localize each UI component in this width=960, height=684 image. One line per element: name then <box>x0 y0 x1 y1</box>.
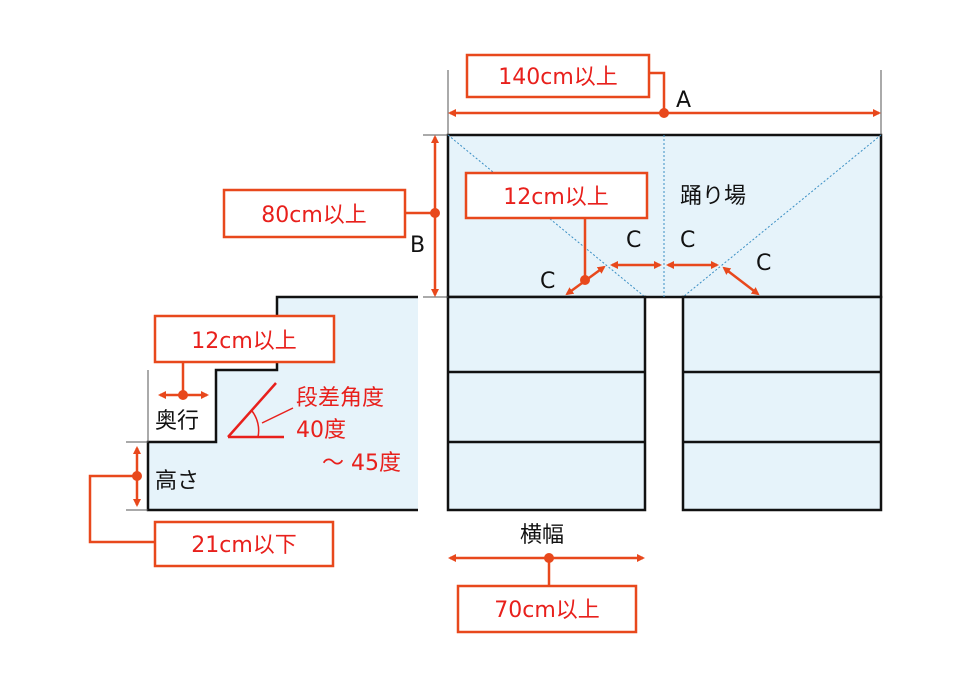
landing-depth-label: 80cm以上 <box>261 203 367 228</box>
angle-title: 段差角度 <box>296 386 384 411</box>
landing-label: 踊り場 <box>680 184 746 209</box>
angle-from: 40度 <box>296 418 346 443</box>
angle-icon <box>227 382 294 439</box>
label-c: C <box>540 269 555 294</box>
riser-label: 高さ <box>155 469 199 494</box>
label-a: A <box>676 88 691 113</box>
dimension-b: 80cm以上 B <box>222 134 448 298</box>
stair-width-min-label: 70cm以上 <box>494 598 600 623</box>
landing-clearance-label: 12cm以上 <box>503 185 609 210</box>
stair-width-label: 横幅 <box>520 523 564 548</box>
tread-label: 奥行 <box>155 409 199 434</box>
dimension-a: 140cm以上 A <box>447 53 882 135</box>
label-b: B <box>410 233 425 258</box>
riser-max-label: 21cm以下 <box>191 533 297 558</box>
label-c: C <box>756 251 771 276</box>
width-total-label: 140cm以上 <box>498 65 618 90</box>
label-c: C <box>680 228 695 253</box>
tread-min-label: 12cm以上 <box>191 329 297 354</box>
angle-to: 〜 45度 <box>322 451 401 476</box>
right-flight <box>681 295 883 512</box>
dimension-width: 横幅 70cm以上 <box>448 523 645 634</box>
step-profile: 12cm以上 奥行 高さ 21cm以下 段差角度 40度 〜 45度 <box>88 295 418 568</box>
label-c: C <box>626 228 641 253</box>
landing-clearance: 12cm以上 踊り場 C C C C <box>464 171 771 296</box>
left-flight <box>446 295 647 512</box>
